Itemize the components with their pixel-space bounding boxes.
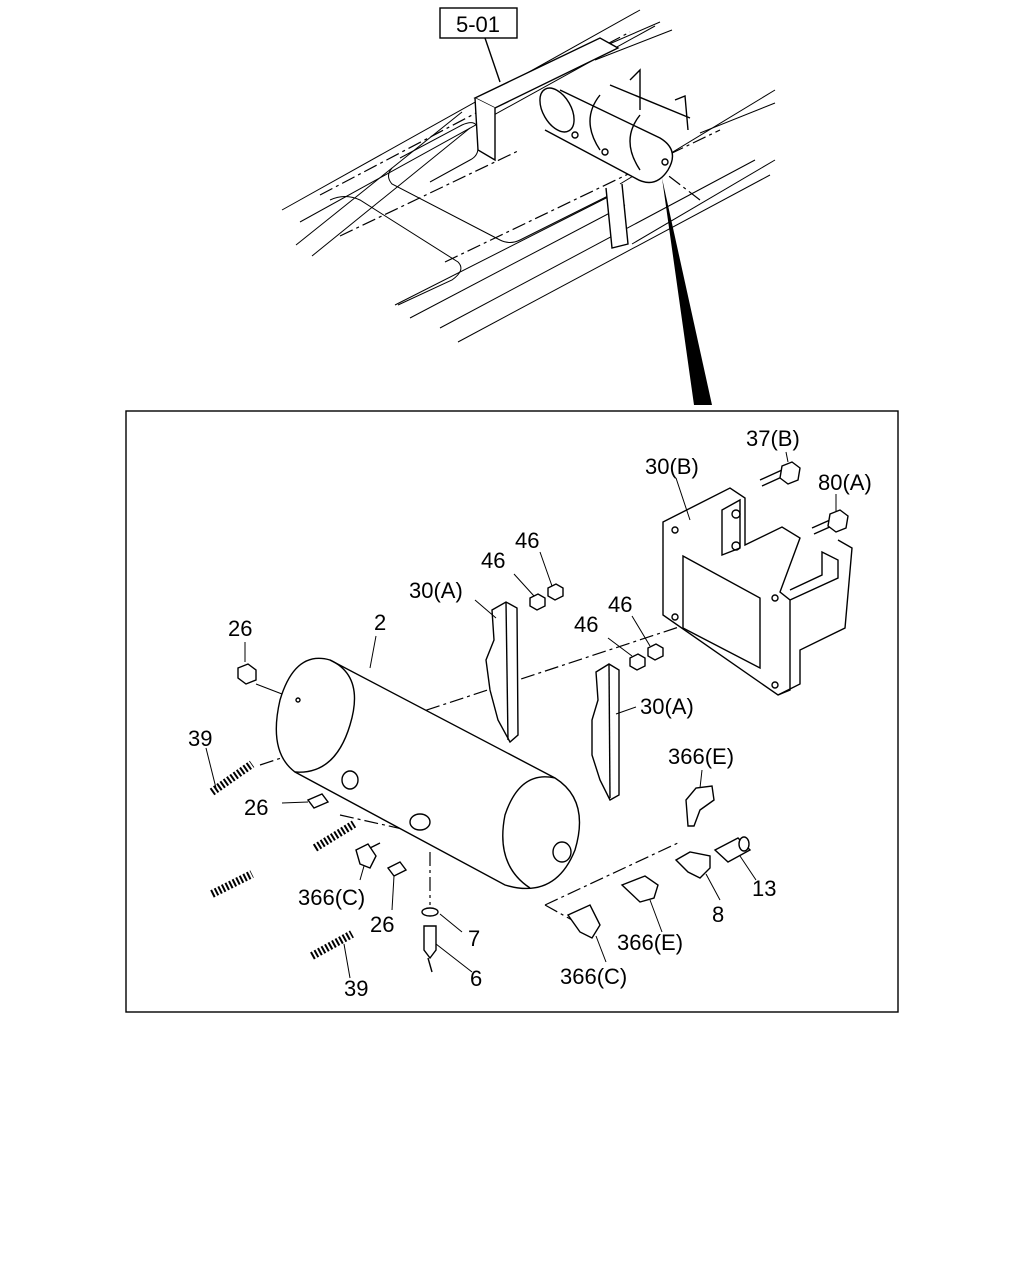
strap-30a-right bbox=[591, 663, 620, 801]
reference-box-label: 5-01 bbox=[456, 12, 500, 37]
frame-rails bbox=[281, 9, 776, 343]
callout-7: 7 bbox=[468, 926, 480, 951]
callout-366e-lower: 366(E) bbox=[617, 930, 683, 955]
drain-cock-6 bbox=[423, 925, 437, 973]
callout-366e-upper: 366(E) bbox=[668, 744, 734, 769]
tank-overview bbox=[539, 68, 691, 184]
detail-frame bbox=[125, 410, 899, 1013]
reference-box: 5-01 bbox=[439, 7, 518, 83]
bolt-80a bbox=[811, 509, 849, 535]
frame-cutouts bbox=[329, 122, 611, 306]
callout-30a-left: 30(A) bbox=[409, 578, 463, 603]
callout-26-top: 26 bbox=[228, 616, 252, 641]
callout-37b: 37(B) bbox=[746, 426, 800, 451]
callout-13: 13 bbox=[752, 876, 776, 901]
callout-26-mid: 26 bbox=[244, 795, 268, 820]
callout-366c-lower: 366(C) bbox=[560, 964, 627, 989]
callout-30b: 30(B) bbox=[645, 454, 699, 479]
callout-46-right-top: 46 bbox=[608, 592, 632, 617]
callout-2: 2 bbox=[374, 610, 386, 635]
callout-6: 6 bbox=[470, 966, 482, 991]
callout-30a-right: 30(A) bbox=[640, 694, 694, 719]
washer-7 bbox=[421, 907, 439, 917]
callout-80a: 80(A) bbox=[818, 470, 872, 495]
nuts-46 bbox=[529, 583, 664, 671]
plugs-26 bbox=[237, 663, 408, 877]
callout-8: 8 bbox=[712, 902, 724, 927]
tee-8 bbox=[674, 851, 711, 879]
strap-30a-left bbox=[485, 601, 519, 744]
callout-26-low: 26 bbox=[370, 912, 394, 937]
cross-member bbox=[473, 37, 629, 249]
callout-labels: 37(B) 30(B) 80(A) 46 46 46 46 30(A) 30(A… bbox=[188, 426, 872, 1001]
detail-leader bbox=[662, 178, 712, 405]
callout-39-lower: 39 bbox=[344, 976, 368, 1001]
chassis-overview: 5-01 bbox=[281, 7, 776, 405]
elbow-366c-lower bbox=[566, 904, 601, 939]
bracket-30b bbox=[662, 487, 853, 696]
callout-46-top: 46 bbox=[515, 528, 539, 553]
callout-46-right-mid: 46 bbox=[574, 612, 598, 637]
elbow-366e-upper bbox=[685, 785, 715, 827]
bolt-37b bbox=[759, 461, 801, 487]
callout-39-upper: 39 bbox=[188, 726, 212, 751]
air-tank bbox=[275, 657, 581, 890]
u-bolt-39-upper bbox=[142, 760, 255, 909]
elbow-366c-left bbox=[355, 842, 381, 869]
callout-46-mid: 46 bbox=[481, 548, 505, 573]
detail-view: 37(B) 30(B) 80(A) 46 46 46 46 30(A) 30(A… bbox=[142, 426, 872, 1001]
hose-13 bbox=[713, 836, 752, 863]
u-bolt-39-lower bbox=[237, 820, 357, 969]
elbow-366e-lower bbox=[620, 875, 659, 903]
callout-366c-left: 366(C) bbox=[298, 885, 365, 910]
leader-lines bbox=[205, 451, 837, 979]
